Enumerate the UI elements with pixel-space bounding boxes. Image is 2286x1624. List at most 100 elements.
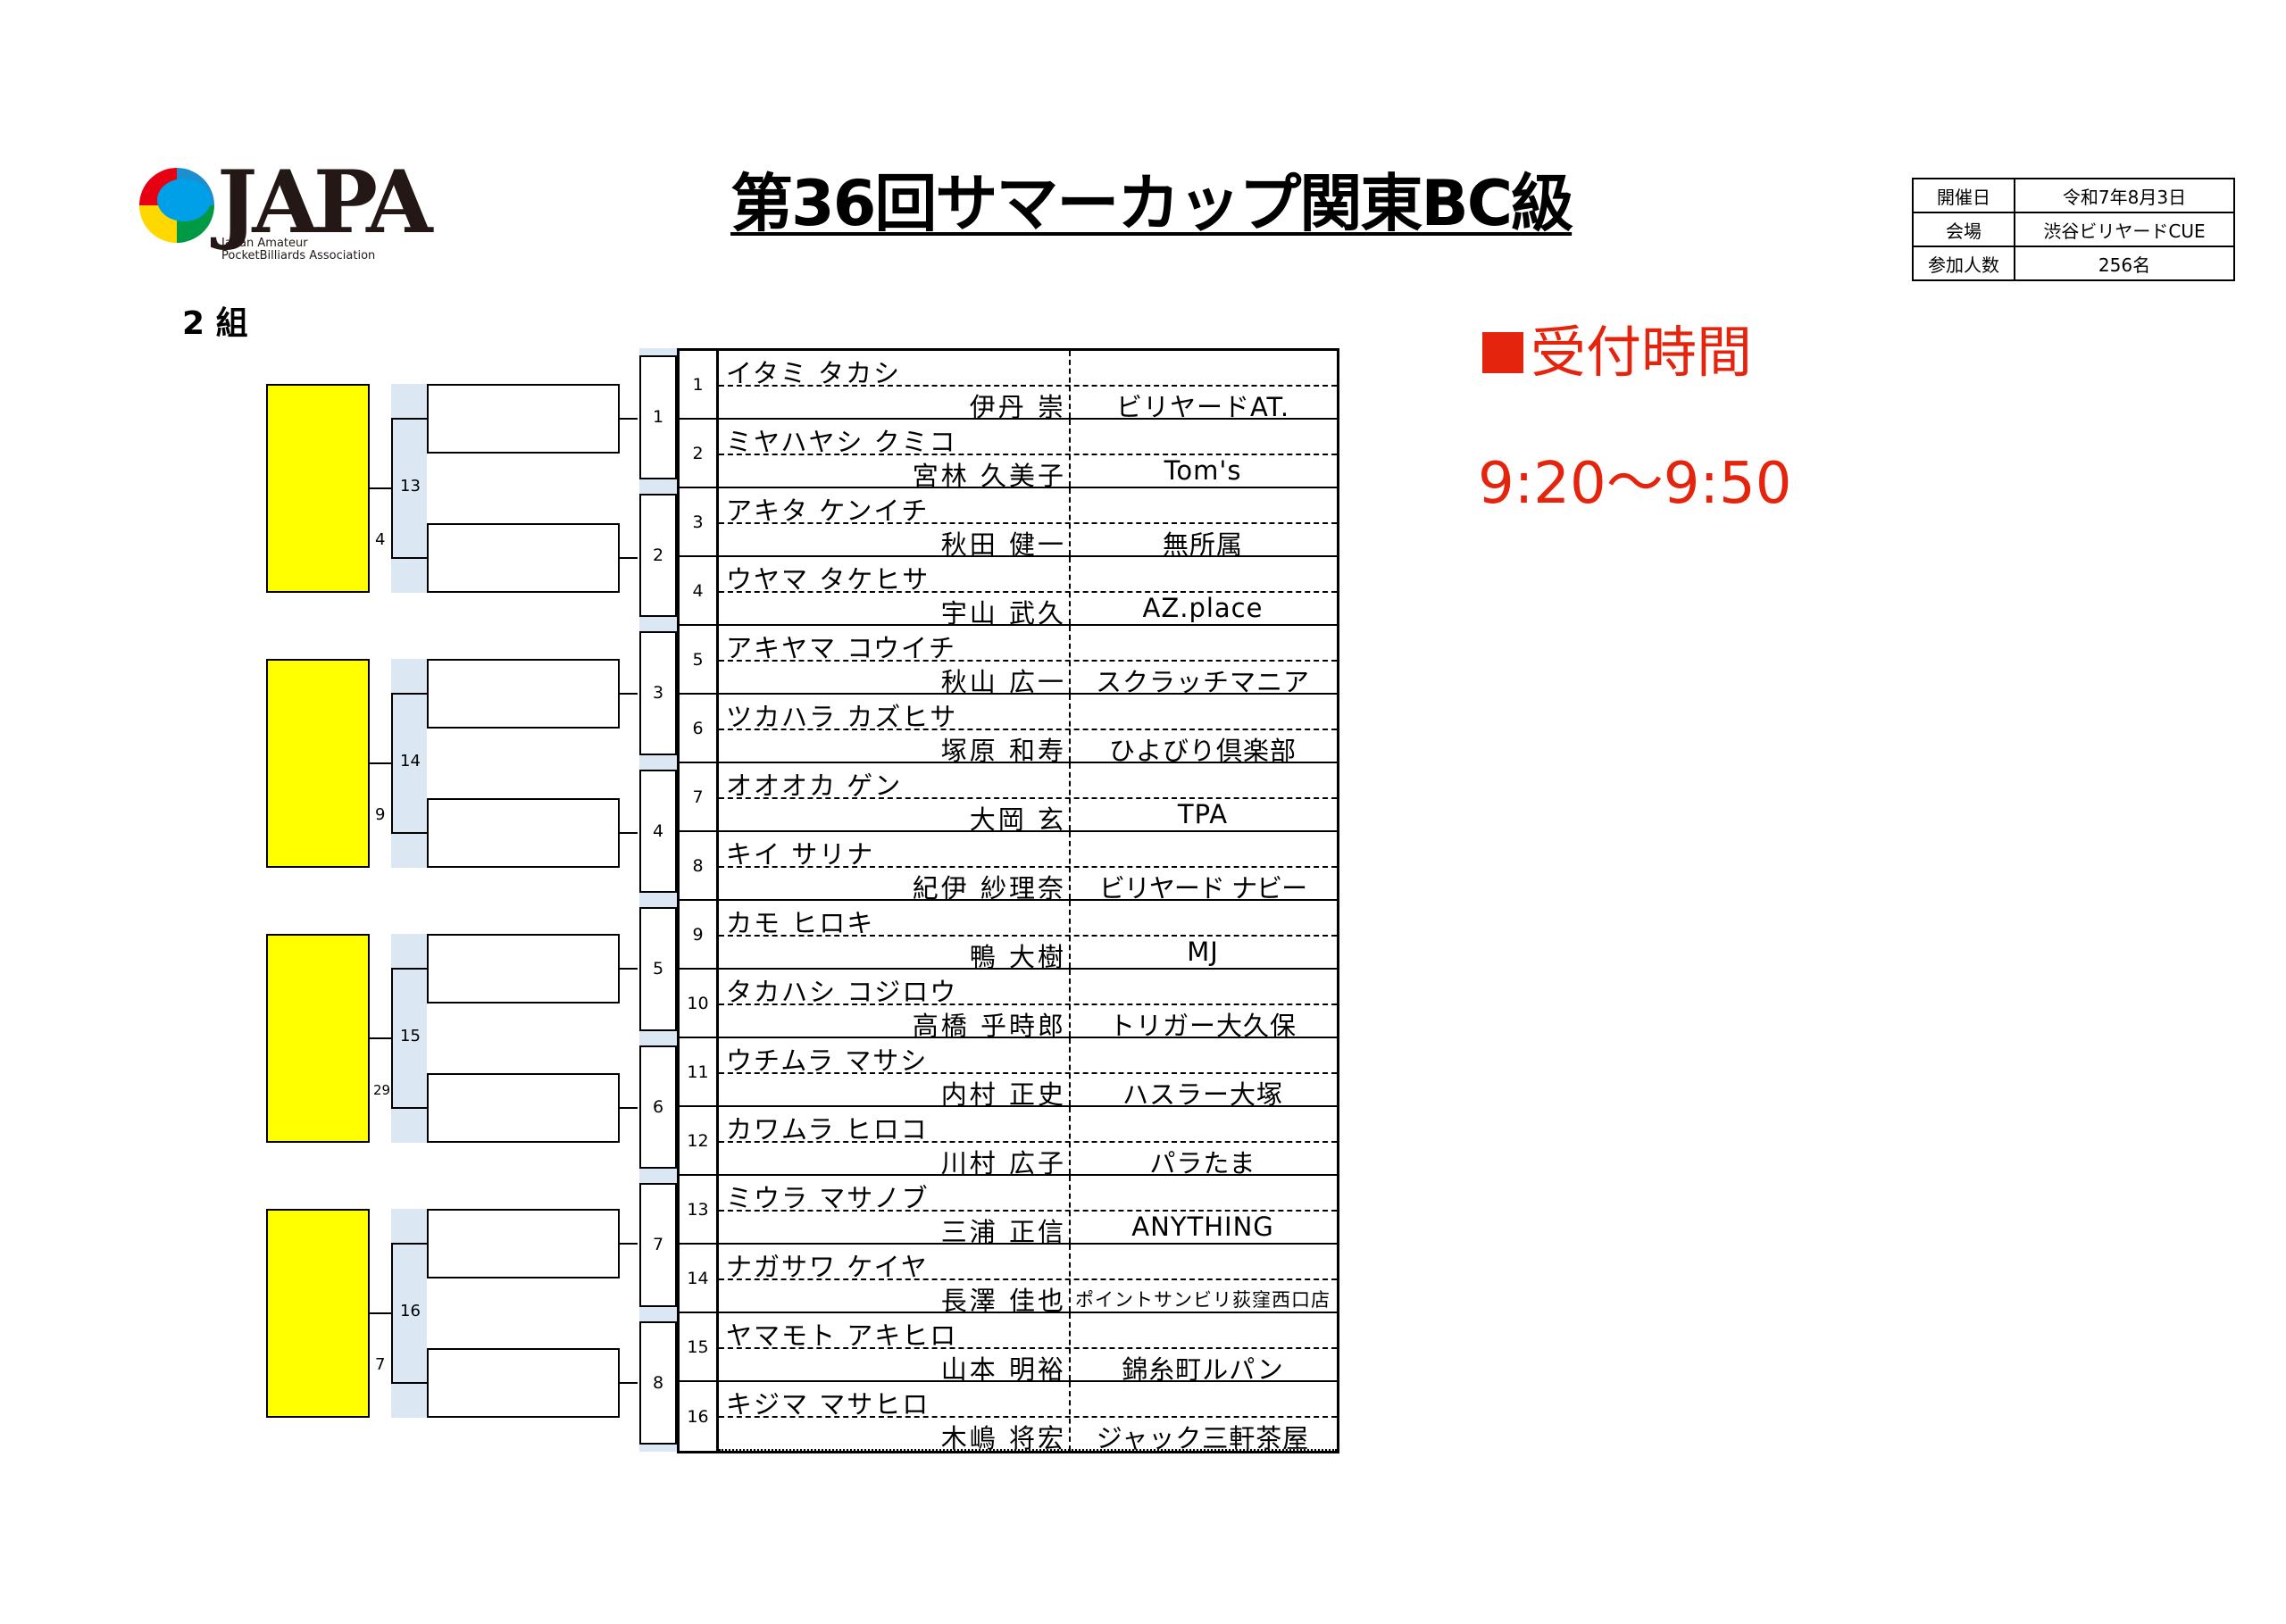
divider: [719, 693, 1337, 695]
bracket-line: [370, 762, 391, 764]
bracket-line: [391, 693, 427, 695]
divider: [1069, 1107, 1071, 1174]
bracket-line: [620, 557, 638, 559]
divider: [1069, 1313, 1071, 1380]
divider: [1069, 695, 1071, 762]
bracket-line: [620, 693, 638, 695]
divider: [719, 1210, 1337, 1212]
divider: [719, 418, 1337, 420]
player-name: 秋田 健一: [940, 529, 1066, 560]
divider: [719, 968, 1337, 970]
divider: [719, 454, 1337, 455]
divider: [1069, 1038, 1071, 1105]
group-label: 2 組: [182, 305, 248, 342]
divider: [719, 1037, 1337, 1038]
player-name: 川村 広子: [940, 1148, 1066, 1178]
player-kana: キイ サリナ: [726, 839, 875, 870]
player-name: 山本 明裕: [940, 1354, 1066, 1385]
reception-text: 受付時間: [1531, 320, 1753, 385]
bracket-slot: [427, 659, 620, 729]
round-number: 16: [400, 1302, 421, 1320]
bracket-slot: [427, 934, 620, 1004]
bracket-line: [370, 1312, 391, 1314]
player-club: パラたま: [1149, 1148, 1256, 1178]
divider: [1069, 901, 1071, 968]
match-number: 1: [639, 355, 677, 479]
bracket-line: [391, 968, 393, 1107]
player-name: 大岡 玄: [969, 804, 1066, 835]
player-name: 宇山 武久: [940, 598, 1066, 629]
player-number: 15: [680, 1313, 719, 1380]
player-kana: ツカハラ カズヒサ: [726, 702, 958, 732]
player-kana: アキヤマ コウイチ: [726, 633, 957, 663]
divider: [719, 866, 1337, 868]
player-name: 伊丹 崇: [969, 392, 1066, 422]
bracket-line: [620, 418, 638, 420]
match-number: 3: [639, 631, 677, 755]
player-number: 16: [680, 1382, 719, 1451]
divider: [719, 385, 1337, 387]
logo-subtitle-2: PocketBilliards Association: [221, 249, 376, 262]
player-name: 紀伊 紗理奈: [912, 873, 1066, 904]
bracket-line: [391, 1243, 393, 1382]
bracket-line: [391, 1243, 427, 1245]
player-club: 錦糸町ルパン: [1122, 1354, 1284, 1385]
player-number: 8: [680, 832, 719, 899]
page-title: 第36回サマーカップ関東BC級: [730, 167, 1573, 240]
bracket-line: [391, 1107, 427, 1109]
player-number: 14: [680, 1245, 719, 1312]
divider: [719, 1278, 1337, 1280]
player-number: 11: [680, 1038, 719, 1105]
player-kana: ヤマモト アキヒロ: [726, 1320, 958, 1351]
player-club: 無所属: [1162, 529, 1243, 560]
player-club: ジャック三軒茶屋: [1096, 1423, 1310, 1453]
player-name: 内村 正史: [940, 1079, 1066, 1110]
divider: [719, 797, 1337, 799]
info-key: 会場: [1912, 212, 2015, 247]
winner-box: [266, 384, 370, 593]
divider: [1069, 832, 1071, 899]
bracket-line: [620, 832, 638, 834]
match-number: 6: [639, 1045, 677, 1169]
divider: [719, 522, 1337, 524]
player-number: 10: [680, 970, 719, 1037]
bracket-slot: [427, 1348, 620, 1418]
player-club: ハスラー大塚: [1122, 1079, 1283, 1110]
match-number: 5: [639, 907, 677, 1031]
reception-time: 9:20～9:50: [1478, 451, 1792, 517]
divider: [719, 830, 1337, 832]
info-row: 会場渋谷ビリヤードCUE: [1912, 212, 2235, 247]
player-name: 木嶋 将宏: [940, 1423, 1066, 1453]
player-club: ビリヤードAT.: [1115, 392, 1290, 422]
bracket-slot: [427, 1073, 620, 1143]
player-club: ビリヤード ナビー: [1098, 873, 1307, 904]
bracket-line: [391, 1382, 427, 1384]
bracket-slot: [427, 523, 620, 593]
divider: [1069, 763, 1071, 830]
round-number: 13: [400, 477, 421, 496]
player-number: 12: [680, 1107, 719, 1174]
divider: [719, 1072, 1337, 1074]
player-club: トリガー大久保: [1108, 1011, 1297, 1041]
player-kana: カモ ヒロキ: [726, 908, 875, 938]
player-club: AZ.place: [1142, 593, 1264, 623]
player-kana: ウヤマ タケヒサ: [726, 564, 930, 595]
divider: [719, 555, 1337, 557]
bracket-line: [620, 1243, 638, 1245]
divider: [719, 1174, 1337, 1176]
player-number: 13: [680, 1176, 719, 1243]
player-kana: ミウラ マサノブ: [726, 1183, 930, 1213]
divider: [1069, 1382, 1071, 1451]
divider: [1069, 488, 1071, 555]
round-number: 7: [375, 1355, 386, 1374]
bracket-slot: [427, 384, 620, 454]
bracket-line: [391, 557, 427, 559]
